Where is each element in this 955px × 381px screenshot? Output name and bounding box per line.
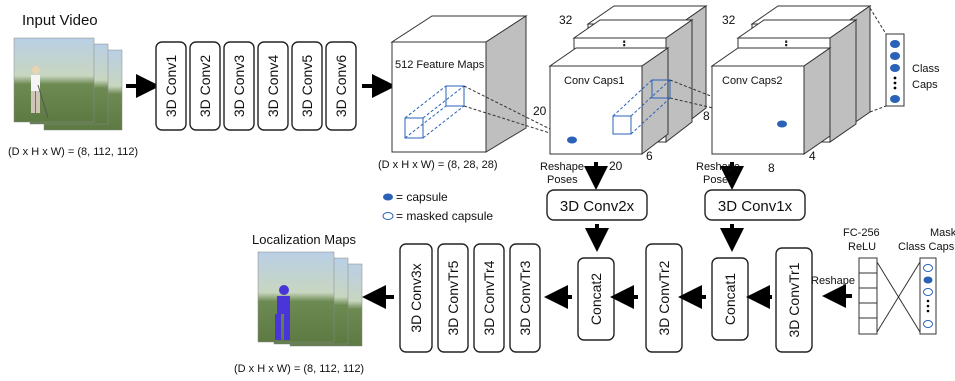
decoder-block-label: 3D Conv3x	[408, 263, 424, 332]
decoder-block-convtr1: 3D ConvTr1	[775, 247, 813, 353]
fc-label-2: ReLU	[848, 241, 876, 253]
caps1-depth-dots: ⁝	[622, 37, 626, 53]
encoder-conv-label: 3D Conv3	[231, 55, 247, 117]
reshape-poses-1-line1: Reshape	[540, 161, 584, 173]
conv1x-label: 3D Conv1x	[718, 198, 793, 215]
masked-class-caps-label-1: Masked	[930, 227, 955, 239]
decoder-block-label: 3D ConvTr4	[481, 260, 497, 335]
input-dims: (D x H x W) = (8, 112, 112)	[8, 146, 138, 158]
class-caps-label-1: Class	[912, 63, 940, 75]
reshape-poses-1-line2: Poses	[547, 174, 578, 186]
class-caps-label-2: Caps	[912, 79, 938, 91]
encoder-conv-block: 3D Conv5	[291, 41, 323, 131]
decoder-block-label: 3D ConvTr1	[786, 262, 802, 337]
class-caps-column	[885, 33, 905, 107]
caps1-height-label: 20	[533, 104, 547, 118]
conv1x-box	[704, 189, 806, 221]
output-dims: (D x H x W) = (8, 112, 112)	[234, 363, 364, 375]
feature-maps-cube	[390, 15, 528, 153]
caps2-width-label: 8	[768, 161, 775, 175]
decoder-block-convtr5: 3D ConvTr5	[437, 243, 469, 353]
encoder-conv-label: 3D Conv6	[333, 55, 349, 117]
caps1-depth-label: 32	[559, 13, 573, 27]
decoder-block-concat2: Concat2	[577, 257, 615, 341]
encoder-conv-block: 3D Conv4	[257, 41, 289, 131]
caps2-depth-label: 32	[722, 13, 736, 27]
feature-maps-dims: (D x H x W) = (8, 28, 28)	[378, 159, 498, 171]
caps1-width-label: 20	[609, 159, 623, 173]
input-video-title: Input Video	[22, 12, 98, 29]
caps1-poses-label: 6	[646, 149, 653, 163]
fc-label-1: FC-256	[843, 227, 880, 239]
decoder-block-label: Concat1	[722, 273, 738, 325]
legend-capsule-text: = capsule	[396, 190, 448, 204]
decoder-block-convtr4: 3D ConvTr4	[473, 243, 505, 353]
decoder-block-convtr3: 3D ConvTr3	[509, 243, 541, 353]
masked-class-caps-label-2: Class Caps	[898, 241, 955, 253]
reshape-poses-2-line1: Reshape	[696, 161, 740, 173]
encoder-conv-label: 3D Conv4	[265, 55, 281, 117]
masked-class-caps-column	[919, 257, 937, 335]
encoder-conv-label: 3D Conv1	[163, 55, 179, 117]
conv-caps2-label: Conv Caps2	[722, 75, 783, 87]
encoder-conv-block: 3D Conv2	[189, 41, 221, 131]
encoder-conv-label: 3D Conv5	[299, 55, 315, 117]
localization-maps-title: Localization Maps	[252, 232, 357, 247]
decoder-block-concat1: Concat1	[711, 257, 749, 341]
golfer-mask-overlay	[275, 285, 290, 340]
caps2-poses-label: 4	[809, 149, 816, 163]
conv2x-label: 3D Conv2x	[560, 198, 635, 215]
legend-masked-icon	[382, 212, 394, 220]
capsule-dot-caps1	[567, 136, 577, 144]
decoder-block-conv3x: 3D Conv3x	[399, 243, 433, 353]
decoder-block-label: Concat2	[588, 273, 604, 325]
conv-caps1-stack: ⁝	[548, 5, 708, 156]
golfer-figure	[31, 66, 49, 119]
decoder-block-label: 3D ConvTr2	[656, 260, 672, 335]
reshape-label: Reshape	[811, 275, 855, 287]
reshape-poses-2-line2: Poses	[703, 174, 734, 186]
encoder-conv-block: 3D Conv6	[325, 41, 357, 131]
encoder-conv-label: 3D Conv2	[197, 55, 213, 117]
decoder-block-label: 3D ConvTr5	[445, 260, 461, 335]
input-video-frames	[13, 37, 123, 131]
encoder-conv-stack: 3D Conv1 3D Conv2 3D Conv3 3D Conv4 3D Conv5…	[155, 41, 357, 131]
decoder-block-label: 3D ConvTr3	[517, 260, 533, 335]
legend-masked-text: = masked capsule	[396, 209, 493, 223]
output-frames	[257, 251, 363, 347]
conv2x-box	[546, 189, 648, 221]
encoder-conv-block: 3D Conv1	[155, 41, 187, 131]
legend-capsule-icon	[383, 193, 393, 201]
encoder-conv-block: 3D Conv3	[223, 41, 255, 131]
fc-layer-column	[858, 257, 878, 335]
capsule-dot-caps2	[777, 120, 787, 128]
decoder-blocks: 3D ConvTr1 Concat1 3D ConvTr2 Concat2 3D Con…	[399, 243, 813, 353]
caps2-depth-dots: ⁝	[784, 37, 788, 53]
feature-maps-label: 512 Feature Maps	[395, 59, 485, 71]
conv-caps1-label: Conv Caps1	[564, 75, 625, 87]
conv-caps2-stack: ⁝	[710, 5, 872, 155]
caps2-height-label: 8	[703, 109, 710, 123]
decoder-block-convtr2: 3D ConvTr2	[645, 243, 683, 353]
